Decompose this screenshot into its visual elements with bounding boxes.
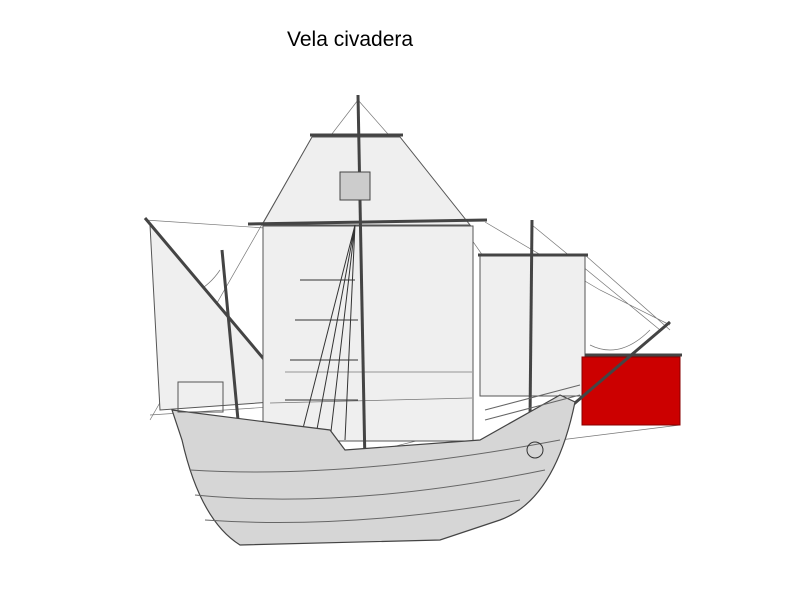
hull [171,381,581,546]
main-course-sail [247,218,488,442]
shrouds [285,224,358,441]
crows-nest [339,171,371,201]
foremast-sail [478,219,588,421]
diagram-title: Vela civadera [287,28,414,51]
spritsail-civadera [554,320,682,426]
anchor-icon [526,441,544,459]
stern-railing [177,381,224,413]
main-mast [339,94,371,466]
